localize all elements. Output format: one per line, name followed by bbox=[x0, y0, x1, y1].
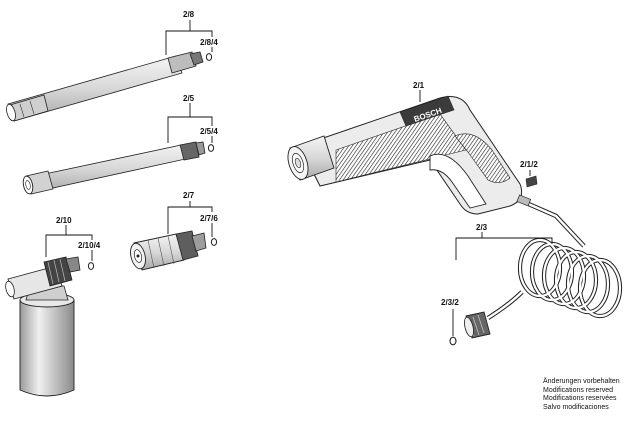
notice-line-fr: Modifications reservées bbox=[543, 395, 617, 403]
leader-lines bbox=[45, 20, 553, 336]
part-2-5-lance bbox=[22, 141, 215, 195]
label-2-10-4: 2/10/4 bbox=[78, 241, 101, 250]
label-2-8: 2/8 bbox=[183, 10, 195, 19]
part-2-1-spray-gun: BOSCH bbox=[287, 95, 523, 215]
label-2-3-2: 2/3/2 bbox=[441, 298, 459, 307]
notice-line-en: Modifications reserved bbox=[543, 386, 614, 394]
part-2-3-2-washer bbox=[449, 336, 457, 346]
label-2-3: 2/3 bbox=[476, 223, 488, 232]
label-2-7-6: 2/7/6 bbox=[200, 214, 218, 223]
part-labels: 2/8 2/8/4 2/5 2/5/4 2/7 2/7/6 2/10 2/10/… bbox=[56, 10, 538, 307]
label-2-1: 2/1 bbox=[413, 81, 425, 90]
part-2-10-foam-bottle bbox=[5, 256, 95, 397]
label-2-5-4: 2/5/4 bbox=[200, 127, 218, 136]
label-2-10: 2/10 bbox=[56, 216, 72, 225]
part-2-7-nozzle bbox=[130, 230, 218, 271]
label-2-1-2: 2/1/2 bbox=[520, 160, 538, 169]
part-2-3-hose bbox=[464, 194, 623, 339]
notice-line-de: Änderungen vorbehalten bbox=[543, 378, 620, 385]
part-2-8-lance bbox=[6, 51, 213, 122]
label-2-7: 2/7 bbox=[183, 191, 195, 200]
label-2-8-4: 2/8/4 bbox=[200, 38, 218, 47]
label-2-5: 2/5 bbox=[183, 94, 195, 103]
modifications-notice: Änderungen vorbehalten Modifications res… bbox=[543, 378, 620, 412]
part-2-1-2-clip bbox=[525, 175, 538, 188]
notice-line-es: Salvo modificaciones bbox=[543, 403, 609, 411]
